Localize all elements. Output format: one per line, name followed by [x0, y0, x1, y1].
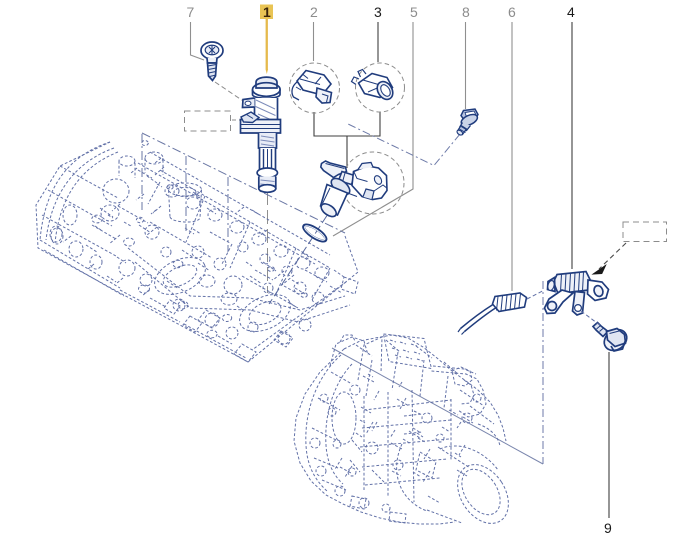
svg-text:9: 9 [604, 520, 612, 536]
svg-text:1: 1 [263, 4, 271, 20]
svg-text:6: 6 [508, 4, 516, 20]
svg-text:5: 5 [410, 4, 418, 20]
svg-text:4: 4 [567, 4, 575, 20]
svg-text:2: 2 [310, 4, 318, 20]
svg-text:8: 8 [462, 4, 470, 20]
svg-text:3: 3 [374, 4, 382, 20]
svg-text:7: 7 [187, 4, 195, 20]
